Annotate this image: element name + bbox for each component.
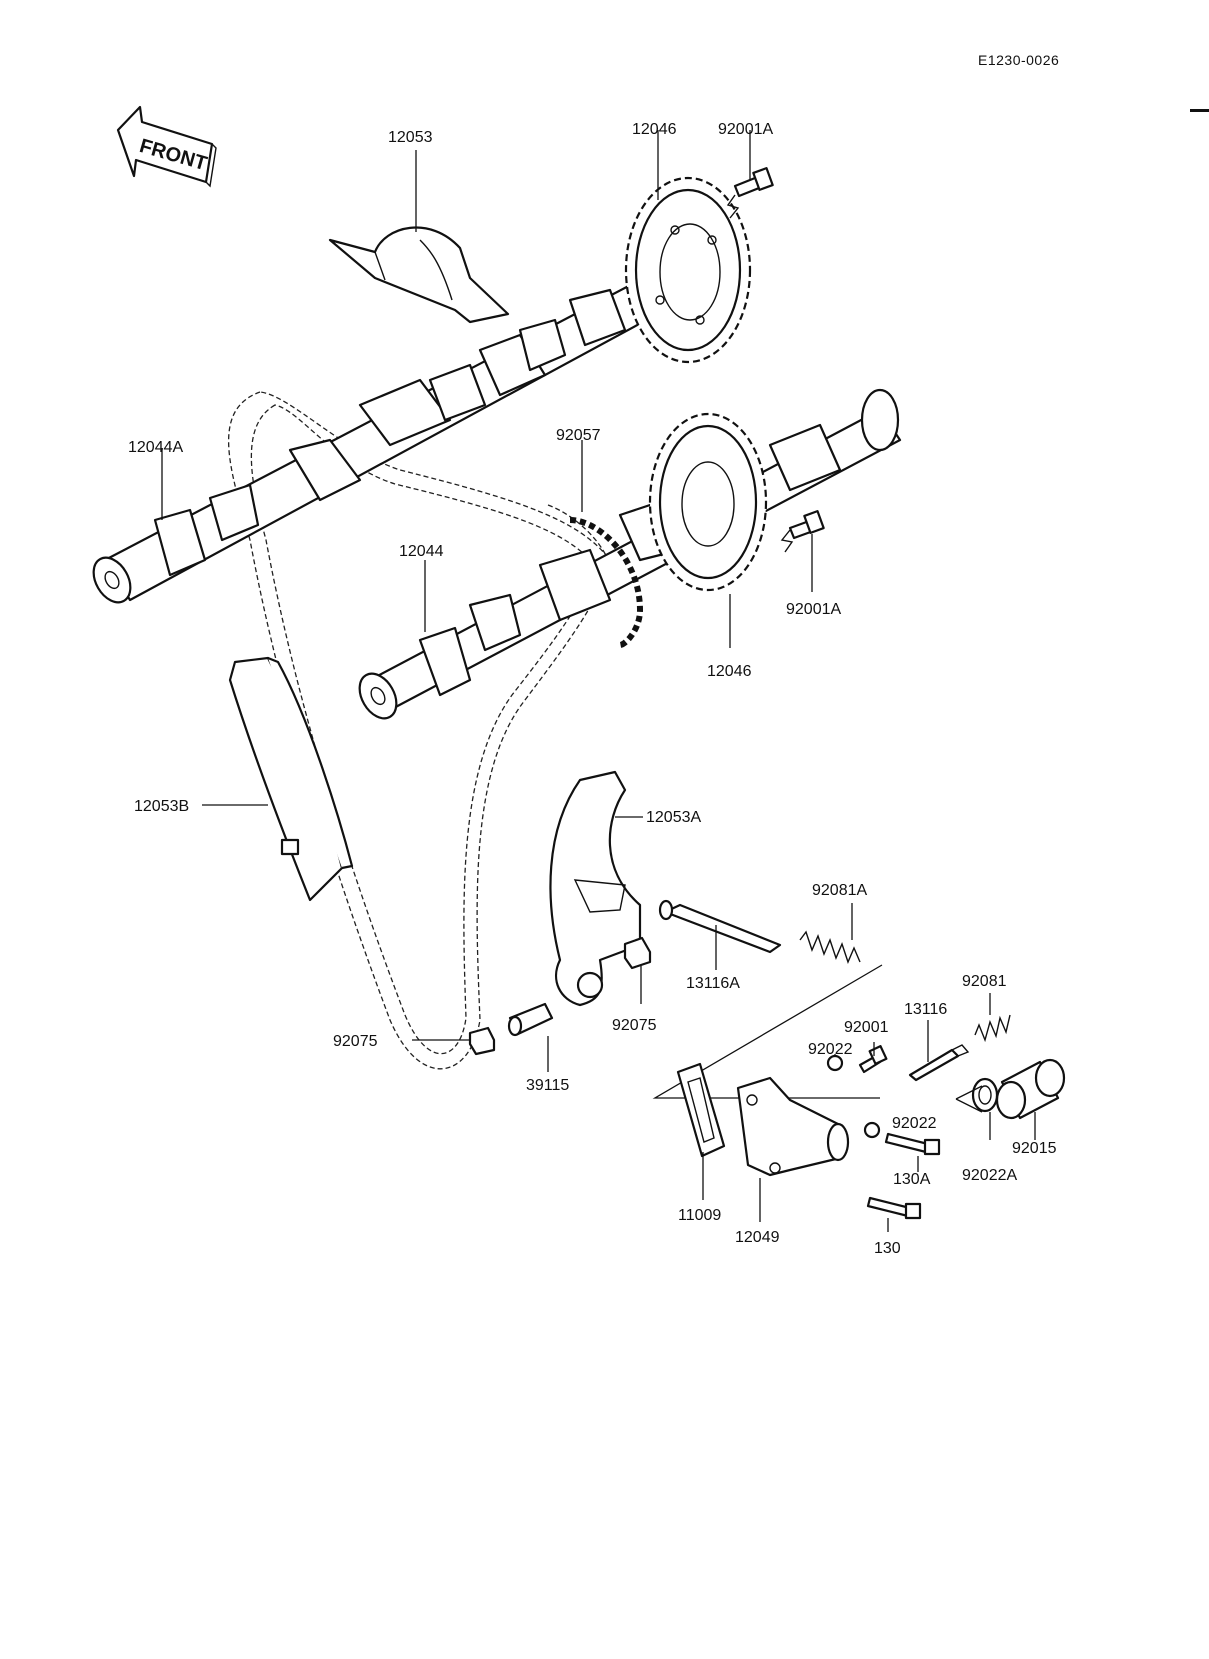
label-12053: 12053 <box>388 129 433 146</box>
label-12049: 12049 <box>735 1229 780 1246</box>
chain-guide-12053B <box>228 656 354 902</box>
label-92075-left: 92075 <box>333 1033 378 1050</box>
label-92081: 92081 <box>962 973 1007 990</box>
cam-chain <box>228 391 611 1070</box>
label-12046-top: 12046 <box>632 121 677 138</box>
label-13116A: 13116A <box>686 975 740 992</box>
pin-13116 <box>908 1044 970 1082</box>
part-labels: 12053 12046 92001A 12044A 92057 12044 92… <box>128 121 1057 1257</box>
label-92022-right: 92022 <box>892 1115 937 1132</box>
label-12044A: 12044A <box>128 439 183 456</box>
washer-92022-upper <box>826 1054 844 1072</box>
bolt-130 <box>866 1196 922 1220</box>
washer-92022-right <box>863 1121 881 1139</box>
label-12053B: 12053B <box>134 798 189 815</box>
label-92001A-right: 92001A <box>786 601 841 618</box>
tensioner-guide-12053A <box>549 770 642 1007</box>
pin-13116A <box>658 899 782 954</box>
sprocket-12046-lower <box>648 412 768 592</box>
spring-92081A <box>799 930 861 964</box>
diagram-code: E1230-0026 <box>978 52 1059 68</box>
front-arrow-icon: FRONT <box>116 105 217 188</box>
gasket-11009 <box>676 1062 726 1158</box>
label-92015: 92015 <box>1012 1140 1057 1157</box>
label-13116: 13116 <box>904 1001 947 1018</box>
spring-92081 <box>974 1014 1011 1043</box>
label-12046-bottom: 12046 <box>707 663 752 680</box>
assembly-outline <box>652 964 883 1099</box>
label-92001: 92001 <box>844 1019 889 1036</box>
tensioner-body-12049 <box>736 1076 850 1177</box>
chain-92057 <box>569 517 644 648</box>
label-12044: 12044 <box>399 543 444 560</box>
label-39115: 39115 <box>526 1077 569 1094</box>
bolt-92001A-top <box>726 167 774 219</box>
label-130: 130 <box>874 1240 901 1257</box>
washer-92022A <box>971 1077 999 1113</box>
bolt-92001A-right <box>780 510 825 553</box>
chain-guide-12053 <box>328 226 510 324</box>
bolt-92001 <box>858 1045 888 1074</box>
label-92001A-top: 92001A <box>718 121 773 138</box>
cap-92015 <box>995 1058 1066 1120</box>
label-92081A: 92081A <box>812 882 867 899</box>
label-92075-right: 92075 <box>612 1017 657 1034</box>
label-130A: 130A <box>893 1171 931 1188</box>
leader-lines <box>161 130 1036 1232</box>
bolt-130A <box>884 1132 941 1156</box>
label-11009: 11009 <box>678 1207 721 1224</box>
damper-92075-right <box>623 936 652 970</box>
sprocket-12046-upper <box>624 176 752 364</box>
label-92022A: 92022A <box>962 1167 1017 1184</box>
edge-mark <box>1190 109 1209 112</box>
label-92022-upper: 92022 <box>808 1041 853 1058</box>
camshaft-12044A <box>92 278 667 604</box>
label-92057: 92057 <box>556 427 601 444</box>
damper-92075-left <box>468 1026 496 1056</box>
collar-39115 <box>507 1002 554 1037</box>
label-12053A: 12053A <box>646 809 701 826</box>
